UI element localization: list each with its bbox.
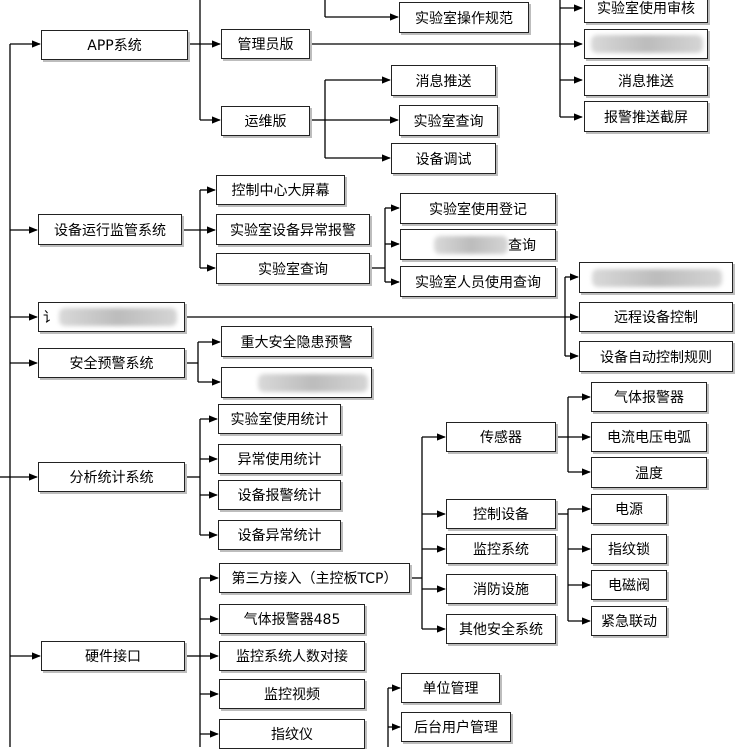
node-fire-facility: 消防设施 [446, 574, 556, 604]
node-monitor-video: 监控视频 [219, 679, 365, 709]
node-device-alarm-stats: 设备报警统计 [218, 480, 341, 510]
redacted-text [434, 235, 508, 254]
node-analysis-system: 分析统计系统 [38, 462, 185, 492]
node-sensor: 传感器 [446, 422, 556, 452]
node-major-hazard-warning: 重大安全隐患预警 [221, 326, 372, 357]
node-lab-usage-stats: 实验室使用统计 [218, 404, 341, 434]
node-partial-query: 查询 [400, 229, 556, 260]
node-lab-device-alarm: 实验室设备异常报警 [216, 214, 370, 245]
node-third-party-access: 第三方接入（主控板TCP） [219, 563, 410, 593]
node-fingerprint-device: 指纹仪 [219, 719, 365, 749]
redacted-text [591, 35, 703, 53]
node-control-center-screen: 控制中心大屏幕 [216, 175, 345, 205]
node-emergency-linkage: 紧急联动 [591, 606, 667, 636]
node-ops-lab-query: 实验室查询 [399, 105, 498, 136]
node-other-safety-system: 其他安全系统 [446, 614, 556, 644]
redacted-text [592, 268, 722, 287]
node-partial-query-suffix: 查询 [508, 237, 536, 254]
node-alarm-push-screenshot: 报警推送截屏 [584, 101, 708, 132]
node-safety-blurred [221, 367, 372, 398]
node-device-abnormal-stats: 设备异常统计 [218, 520, 341, 550]
node-abnormal-usage-stats: 异常使用统计 [218, 444, 341, 474]
redacted-text [258, 373, 368, 392]
node-admin-edition: 管理员版 [221, 29, 310, 59]
node-safety-blurred-prefix [242, 373, 256, 393]
node-backend-user-mgmt: 后台用户管理 [401, 712, 511, 742]
node-hardware-interface: 硬件接口 [41, 641, 185, 671]
node-monitoring-system: 监控系统 [446, 534, 556, 564]
node-gas-alarm-485: 气体报警器485 [219, 604, 365, 634]
node-remote-device-control: 远程设备控制 [579, 302, 733, 332]
node-unit-management: 单位管理 [401, 673, 500, 703]
node-device-debug: 设备调试 [391, 143, 496, 174]
node-lab-usage-review: 实验室使用审核 [584, 0, 708, 23]
node-monitor-lab-query: 实验室查询 [216, 253, 370, 284]
node-admin-msg-push: 消息推送 [584, 65, 708, 96]
redacted-text [59, 308, 177, 326]
node-blurred-system: 讠 [38, 302, 185, 332]
node-lab-operation-rules: 实验室操作规范 [399, 2, 529, 33]
node-solenoid-valve: 电磁阀 [591, 570, 667, 600]
node-lab-usage-register: 实验室使用登记 [400, 193, 556, 224]
node-monitor-people-count: 监控系统人数对接 [219, 641, 365, 671]
node-current-voltage-arc: 电流电压电弧 [591, 422, 707, 452]
node-lab-personnel-query: 实验室人员使用查询 [400, 266, 556, 297]
node-remote-blurred [579, 262, 733, 293]
node-control-device: 控制设备 [446, 499, 556, 529]
node-app-system: APP系统 [41, 30, 188, 60]
node-blurred-system-prefix: 讠 [43, 310, 57, 326]
node-auto-control-rules: 设备自动控制规则 [579, 341, 733, 372]
node-admin-blurred [584, 29, 708, 59]
node-temperature: 温度 [591, 457, 707, 488]
node-gas-alarm: 气体报警器 [591, 382, 707, 412]
node-fingerprint-lock: 指纹锁 [591, 534, 667, 564]
node-safety-warning-system: 安全预警系统 [38, 348, 185, 378]
node-ops-edition: 运维版 [221, 106, 310, 136]
node-power: 电源 [591, 494, 667, 524]
node-device-monitor-system: 设备运行监管系统 [38, 214, 182, 245]
node-ops-msg-push: 消息推送 [391, 65, 496, 96]
